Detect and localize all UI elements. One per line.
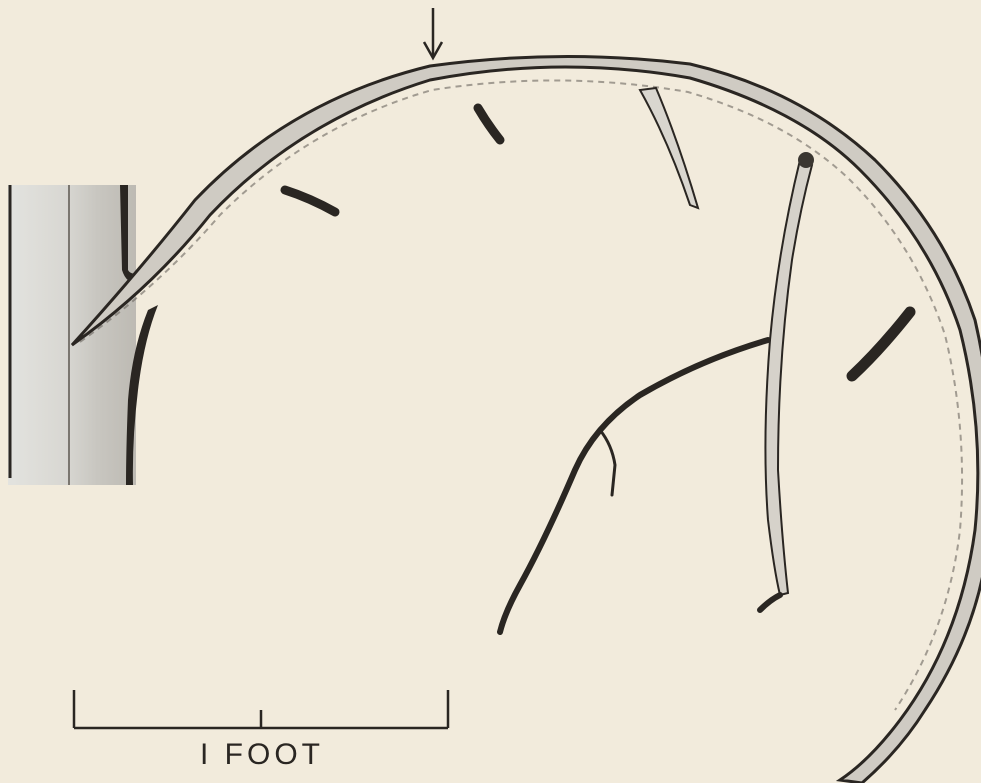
dark-branch [500,340,768,632]
arrow-marker-icon [424,8,442,58]
main-branch [72,56,981,783]
upper-side-branch [640,88,698,208]
side-twigs [285,108,910,376]
hanging-branch [760,152,814,610]
scale-bar [74,690,448,728]
scale-label: I FOOT [200,738,360,772]
